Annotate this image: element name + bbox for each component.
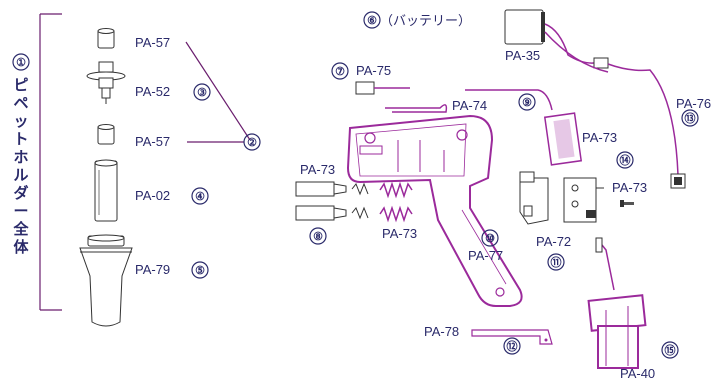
title-char-3: ト — [13, 130, 28, 148]
part-pa77-housing — [346, 114, 523, 307]
label-pa57-top: PA-57 — [135, 35, 170, 50]
part-pa52 — [86, 61, 126, 104]
part-pa73-board — [465, 89, 583, 166]
label-pa57-mid: PA-57 — [135, 134, 170, 149]
label-pa79: PA-79 — [135, 262, 170, 277]
label-pa02: PA-02 — [135, 188, 170, 203]
label-pa72: PA-72 — [536, 234, 571, 249]
part-pa57-top — [97, 28, 115, 49]
callout-9: ⑨ — [522, 97, 532, 109]
part-pa76-connector — [670, 173, 686, 189]
callout-13: ⑬ — [685, 111, 696, 125]
label-pa40: PA-40 — [620, 366, 655, 380]
label-pa77: PA-77 — [468, 248, 503, 263]
label-pa76: PA-76 — [676, 96, 711, 111]
title-char-0: ピ — [13, 76, 28, 94]
callout-10: ⑩ — [485, 233, 495, 245]
callout-4: ④ — [195, 191, 205, 203]
label-pa35: PA-35 — [505, 48, 540, 63]
assembly-number: ① — [16, 57, 26, 69]
part-pa73-buttons — [295, 181, 347, 221]
label-pa52: PA-52 — [135, 84, 170, 99]
title-char-7: ー — [13, 202, 28, 220]
callout-8: ⑧ — [313, 231, 323, 243]
title-char-1: ペ — [13, 94, 28, 112]
label-pa75: PA-75 — [356, 63, 391, 78]
label-battery: （バッテリー） — [380, 13, 471, 28]
part-pa57-mid — [97, 124, 115, 145]
callout-7: ⑦ — [335, 66, 345, 78]
title-char-5: ル — [13, 166, 28, 184]
title-char-8: 全 — [12, 220, 29, 238]
assembly-title: ① ピ ペ ッ ト ホ ル ダ ー 全 体 — [12, 53, 30, 256]
part-pa75 — [355, 81, 410, 95]
part-pa73-springs — [351, 181, 413, 223]
label-pa73-left: PA-73 — [300, 162, 335, 177]
part-pa72-switch — [519, 171, 604, 225]
callout-6: ⑥ — [367, 15, 377, 27]
part-pa35-battery — [504, 9, 679, 176]
label-pa78: PA-78 — [424, 324, 459, 339]
part-pa74 — [385, 104, 448, 113]
assembly-bracket — [39, 13, 62, 311]
part-pa73-screw — [620, 200, 634, 207]
label-pa74: PA-74 — [452, 98, 487, 113]
callout-12: ⑫ — [507, 339, 518, 353]
part-pa02 — [94, 159, 118, 222]
label-pa73-screw: PA-73 — [612, 180, 647, 195]
part-pa78 — [471, 329, 553, 345]
title-char-9: 体 — [13, 238, 29, 256]
label-pa73-right: PA-73 — [582, 130, 617, 145]
callout-11: ⑪ — [551, 255, 562, 269]
title-char-2: ッ — [13, 112, 28, 130]
callout-14: ⑭ — [620, 153, 631, 167]
title-char-4: ホ — [13, 148, 28, 166]
title-char-6: ダ — [13, 184, 28, 202]
callout-5: ⑤ — [195, 265, 205, 277]
part-pa40-motor — [587, 237, 647, 369]
callout-3: ③ — [197, 87, 207, 99]
part-pa79 — [79, 234, 133, 327]
label-pa73-springs: PA-73 — [382, 226, 417, 241]
callout-15: ⑮ — [665, 343, 676, 357]
callout-2: ② — [247, 137, 257, 149]
